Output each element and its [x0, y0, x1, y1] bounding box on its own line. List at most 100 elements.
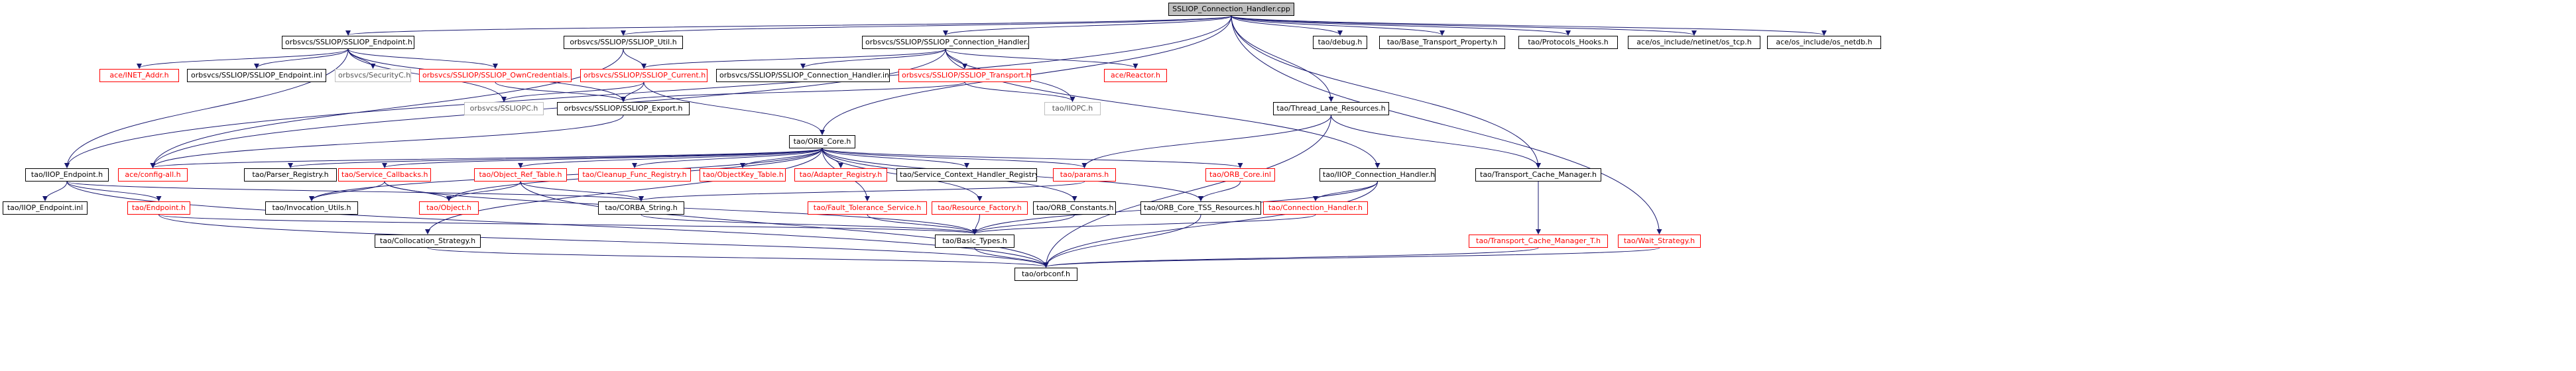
thread-lane-resources-h-node[interactable]: tao/Thread_Lane_Resources.h — [1273, 102, 1389, 115]
edge-orb-core-h-to-service-callbacks-h — [382, 148, 823, 168]
ssliop-connection-handler-inl-node[interactable]: orbsvcs/SSLIOP/SSLIOP_Connection_Handler… — [716, 69, 890, 82]
cleanup-func-registry-h-node[interactable]: tao/Cleanup_Func_Registry.h — [578, 168, 691, 182]
transport-cache-manager-h-node[interactable]: tao/Transport_Cache_Manager.h — [1475, 168, 1601, 182]
endpoint-h-node[interactable]: tao/Endpoint.h — [127, 201, 190, 215]
iiop-endpoint-h-node[interactable]: tao/IIOP_Endpoint.h — [25, 168, 109, 182]
edge-transport-cache-manager-t-h-to-orbconf-h — [1043, 247, 1539, 268]
edge-root-file-to-protocols-hooks-h — [1231, 15, 1571, 36]
os-netdb-h-node[interactable]: ace/os_include/os_netdb.h — [1767, 36, 1881, 49]
ssliop-transport-h-node[interactable]: orbsvcs/SSLIOP/SSLIOP_Transport.h — [898, 69, 1031, 82]
edge-ssliop-endpoint-h-to-inet-addr-h — [137, 48, 349, 69]
edge-ssliop-connection-handler-h-to-reactor-h — [945, 48, 1138, 69]
edge-ssliop-connection-handler-h-to-ssliop-connection-handler-inl — [800, 48, 946, 69]
edge-orb-constants-h-to-basic-types-h — [972, 214, 1075, 235]
ssliopc-h-node[interactable]: orbsvcs/SSLIOPC.h — [464, 102, 544, 115]
objectkey-table-h-node[interactable]: tao/ObjectKey_Table.h — [700, 168, 786, 182]
ssliop-export-h-node[interactable]: orbsvcs/SSLIOP/SSLIOP_Export.h — [557, 102, 690, 115]
edge-orb-core-h-to-objectkey-table-h — [740, 148, 823, 168]
edge-root-file-to-transport-cache-manager-h — [1231, 15, 1541, 168]
params-h-node[interactable]: tao/params.h — [1053, 168, 1116, 182]
ssliop-endpoint-h-node[interactable]: orbsvcs/SSLIOP/SSLIOP_Endpoint.h — [282, 36, 414, 49]
edge-ssliop-current-h-to-orb-core-h — [643, 81, 825, 135]
base-transport-property-h-node[interactable]: tao/Base_Transport_Property.h — [1379, 36, 1505, 49]
debug-h-node[interactable]: tao/debug.h — [1313, 36, 1367, 49]
fault-tolerance-service-h-node[interactable]: tao/Fault_Tolerance_Service.h — [808, 201, 927, 215]
iiop-endpoint-inl-node[interactable]: tao/IIOP_Endpoint.inl — [3, 201, 88, 215]
edge-connection-handler-h-to-basic-types-h — [972, 214, 1316, 235]
parser-registry-h-node[interactable]: tao/Parser_Registry.h — [244, 168, 337, 182]
config-all-h-node[interactable]: ace/config-all.h — [118, 168, 188, 182]
resource-factory-h-node[interactable]: tao/Resource_Factory.h — [932, 201, 1028, 215]
protocols-hooks-h-node[interactable]: tao/Protocols_Hooks.h — [1518, 36, 1618, 49]
edge-root-file-to-base-transport-property-h — [1231, 15, 1445, 36]
inet-addr-h-node[interactable]: ace/INET_Addr.h — [99, 69, 179, 82]
orb-core-inl-node[interactable]: tao/ORB_Core.inl — [1205, 168, 1275, 182]
wait-strategy-h-node[interactable]: tao/Wait_Strategy.h — [1618, 235, 1701, 248]
invocation-utils-h-node[interactable]: tao/Invocation_Utils.h — [265, 201, 358, 215]
edge-orb-core-h-to-collocation-strategy-h — [425, 148, 823, 235]
edge-ssliop-current-h-to-ssliopc-h — [501, 81, 644, 102]
edge-iiop-endpoint-h-to-endpoint-h — [66, 181, 162, 201]
edge-ssliop-connection-handler-h-to-config-all-h — [150, 48, 946, 168]
iiop-connection-handler-h-node[interactable]: tao/IIOP_Connection_Handler.h — [1319, 168, 1436, 182]
adapter-registry-h-node[interactable]: tao/Adapter_Registry.h — [794, 168, 887, 182]
edge-basic-types-h-to-orbconf-h — [974, 247, 1049, 268]
edge-orb-core-h-to-config-all-h — [151, 148, 823, 168]
edge-root-file-to-ssliop-connection-handler-h — [943, 15, 1232, 36]
service-callbacks-h-node[interactable]: tao/Service_Callbacks.h — [338, 168, 431, 182]
edge-root-file-to-wait-strategy-h — [1231, 15, 1662, 235]
orb-core-h-node[interactable]: tao/ORB_Core.h — [789, 135, 855, 148]
transport-cache-manager-t-h-node[interactable]: tao/Transport_Cache_Manager_T.h — [1469, 235, 1608, 248]
edge-orb-core-h-to-orb-core-inl — [822, 148, 1243, 168]
edge-root-file-to-os-tcp-h — [1231, 15, 1697, 36]
edge-collocation-strategy-h-to-orbconf-h — [427, 247, 1049, 268]
edge-orb-core-h-to-cleanup-func-registry-h — [632, 148, 823, 168]
ssliop-util-h-node[interactable]: orbsvcs/SSLIOP/SSLIOP_Util.h — [564, 36, 683, 49]
edge-ssliop-endpoint-h-to-ssliop-endpoint-inl — [254, 48, 349, 69]
edge-endpoint-h-to-orbconf-h — [158, 214, 1049, 268]
ssliop-endpoint-inl-node[interactable]: orbsvcs/SSLIOP/SSLIOP_Endpoint.inl — [187, 69, 326, 82]
edge-object-ref-table-h-to-object-h — [446, 181, 521, 201]
edge-root-file-to-ssliop-util-h — [621, 15, 1232, 36]
edge-orb-core-h-to-params-h — [822, 148, 1087, 168]
connection-handler-h-node[interactable]: tao/Connection_Handler.h — [1263, 201, 1368, 215]
edge-root-file-to-os-netdb-h — [1231, 15, 1827, 36]
edge-thread-lane-resources-h-to-transport-cache-manager-h — [1331, 115, 1541, 168]
edge-thread-lane-resources-h-to-orbconf-h — [1043, 115, 1331, 268]
orbconf-h-node[interactable]: tao/orbconf.h — [1014, 268, 1077, 281]
os-tcp-h-node[interactable]: ace/os_include/netinet/os_tcp.h — [1628, 36, 1760, 49]
edge-ssliop-endpoint-h-to-ssliop-owncredentials-h — [347, 48, 498, 69]
iiopc-h-node[interactable]: tao/IIOPC.h — [1044, 102, 1101, 115]
edge-iiop-endpoint-h-to-corba-string-h — [66, 181, 644, 201]
reactor-h-node[interactable]: ace/Reactor.h — [1104, 69, 1167, 82]
edge-corba-string-h-to-basic-types-h — [641, 214, 977, 235]
edge-orb-core-inl-to-orb-core-tss-resources-h — [1198, 181, 1241, 201]
ssliop-connection-handler-h-node[interactable]: orbsvcs/SSLIOP/SSLIOP_Connection_Handler… — [862, 36, 1029, 49]
edge-orb-core-h-to-object-ref-table-h — [518, 148, 823, 168]
basic-types-h-node[interactable]: tao/Basic_Types.h — [935, 235, 1014, 248]
edge-orb-core-h-to-parser-registry-h — [288, 148, 823, 168]
edge-ssliop-transport-h-to-ssliop-export-h — [621, 81, 965, 102]
orb-core-tss-resources-h-node[interactable]: tao/ORB_Core_TSS_Resources.h — [1140, 201, 1261, 215]
edge-thread-lane-resources-h-to-params-h — [1081, 115, 1331, 168]
edge-ssliop-export-h-to-config-all-h — [150, 115, 624, 168]
edge-service-callbacks-h-to-invocation-utils-h — [309, 181, 385, 201]
object-ref-table-h-node[interactable]: tao/Object_Ref_Table.h — [474, 168, 567, 182]
object-h-node[interactable]: tao/Object.h — [419, 201, 479, 215]
root-file-node[interactable]: SSLIOP_Connection_Handler.cpp — [1168, 3, 1294, 16]
corba-string-h-node[interactable]: tao/CORBA_String.h — [598, 201, 684, 215]
edge-ssliop-owncredentials-h-to-ssliop-export-h — [495, 81, 626, 102]
ssliop-owncredentials-h-node[interactable]: orbsvcs/SSLIOP/SSLIOP_OwnCredentials.h — [419, 69, 572, 82]
collocation-strategy-h-node[interactable]: tao/Collocation_Strategy.h — [375, 235, 481, 248]
securityc-h-node[interactable]: orbsvcs/SecurityC.h — [335, 69, 411, 82]
service-context-handler-registry-h-node[interactable]: tao/Service_Context_Handler_Registry.h — [896, 168, 1037, 182]
edge-object-ref-table-h-to-corba-string-h — [520, 181, 644, 201]
orb-constants-h-node[interactable]: tao/ORB_Constants.h — [1033, 201, 1116, 215]
edge-iiop-connection-handler-h-to-orbconf-h — [1043, 181, 1378, 268]
ssliop-current-h-node[interactable]: orbsvcs/SSLIOP/SSLIOP_Current.h — [580, 69, 707, 82]
edge-root-file-to-iiop-endpoint-h — [64, 15, 1232, 168]
edge-root-file-to-debug-h — [1231, 15, 1343, 36]
edge-ssliop-transport-h-to-iiopc-h — [964, 81, 1075, 102]
